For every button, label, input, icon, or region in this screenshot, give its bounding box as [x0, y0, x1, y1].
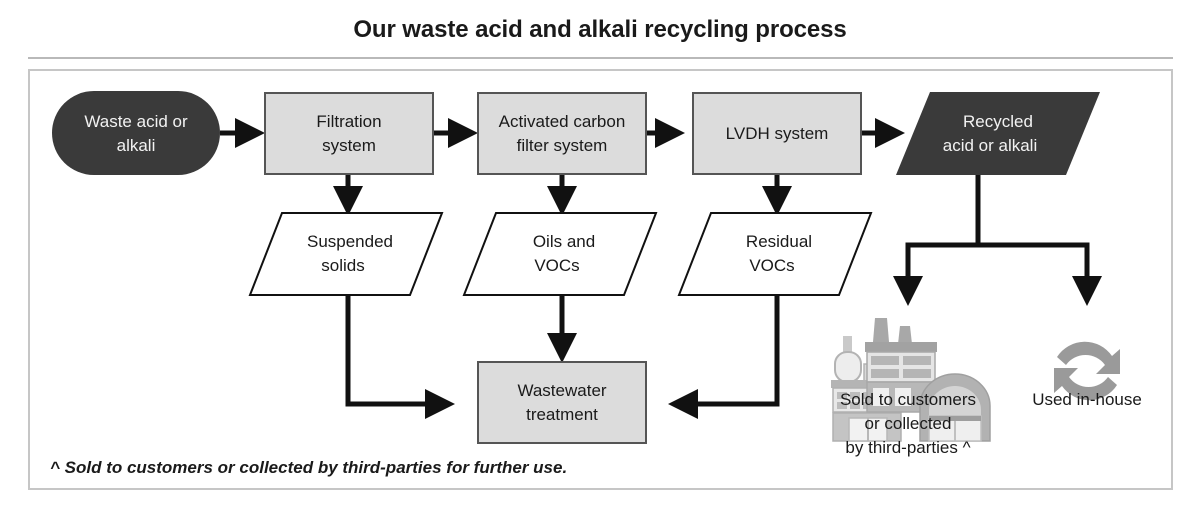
node-waste-acid-label-line1: Waste acid or	[84, 112, 188, 131]
node-recycled-label-line1: Recycled	[963, 112, 1033, 131]
outcome-factory-label-line1: Sold to customers	[840, 390, 976, 409]
path-suspended-to-wastewater	[345, 295, 456, 419]
node-recycled-label-line2: acid or alkali	[943, 136, 1038, 155]
path-recycled-to-inhouse	[978, 242, 1102, 307]
outcome-sold-to-customers[interactable]: Sold to customers or collected by third-…	[831, 318, 991, 457]
flow-connectors	[220, 118, 1102, 419]
outcome-used-in-house[interactable]: Used in-house	[1032, 341, 1142, 409]
node-filtration-label-line2: system	[322, 136, 376, 155]
process-flow-diagram: Waste acid or alkali Filtration system A…	[50, 91, 1142, 477]
outcome-factory-label-line3: by third-parties ^	[845, 438, 970, 457]
node-filtration-system[interactable]: Filtration system	[264, 92, 434, 175]
footnote: ^ Sold to customers or collected by thir…	[50, 458, 567, 477]
node-residual-vocs[interactable]: Residual VOCs	[677, 212, 873, 296]
outcome-factory-label-line2: or collected	[865, 414, 952, 433]
node-oils-and-vocs[interactable]: Oils and VOCs	[462, 212, 658, 296]
path-recycled-to-factory	[893, 242, 978, 307]
title-divider	[28, 57, 1173, 59]
node-recycled-acid-or-alkali[interactable]: Recycled acid or alkali	[896, 92, 1100, 175]
node-wastewater-label-line1: Wastewater	[517, 381, 606, 400]
node-oils-vocs-label-line1: Oils and	[533, 232, 595, 251]
factory-icon	[831, 318, 991, 442]
node-waste-acid-label-line2: alkali	[117, 136, 156, 155]
recycle-icon	[1054, 341, 1120, 401]
node-suspended-solids-label-line1: Suspended	[307, 232, 393, 251]
node-wastewater-treatment[interactable]: Wastewater treatment	[477, 361, 647, 444]
node-carbon-filter-label-line2: filter system	[517, 136, 608, 155]
node-suspended-solids-label-line2: solids	[321, 256, 364, 275]
path-residual-to-wastewater	[667, 295, 780, 419]
node-waste-acid-or-alkali[interactable]: Waste acid or alkali	[52, 91, 220, 175]
node-carbon-filter-label-line1: Activated carbon	[499, 112, 626, 131]
node-activated-carbon-filter-system[interactable]: Activated carbon filter system	[477, 92, 647, 175]
outcome-inhouse-label-line1: Used in-house	[1032, 390, 1142, 409]
page-title: Our waste acid and alkali recycling proc…	[353, 16, 847, 43]
node-suspended-solids[interactable]: Suspended solids	[248, 212, 444, 296]
node-wastewater-label-line2: treatment	[526, 405, 598, 424]
node-residual-vocs-label-line2: VOCs	[749, 256, 794, 275]
node-lvdh-label-line1: LVDH system	[726, 124, 829, 143]
node-oils-vocs-label-line2: VOCs	[534, 256, 579, 275]
node-residual-vocs-label-line1: Residual	[746, 232, 812, 251]
diagram-frame: Waste acid or alkali Filtration system A…	[28, 69, 1173, 490]
node-filtration-label-line1: Filtration	[316, 112, 381, 131]
node-lvdh-system[interactable]: LVDH system	[692, 92, 862, 175]
